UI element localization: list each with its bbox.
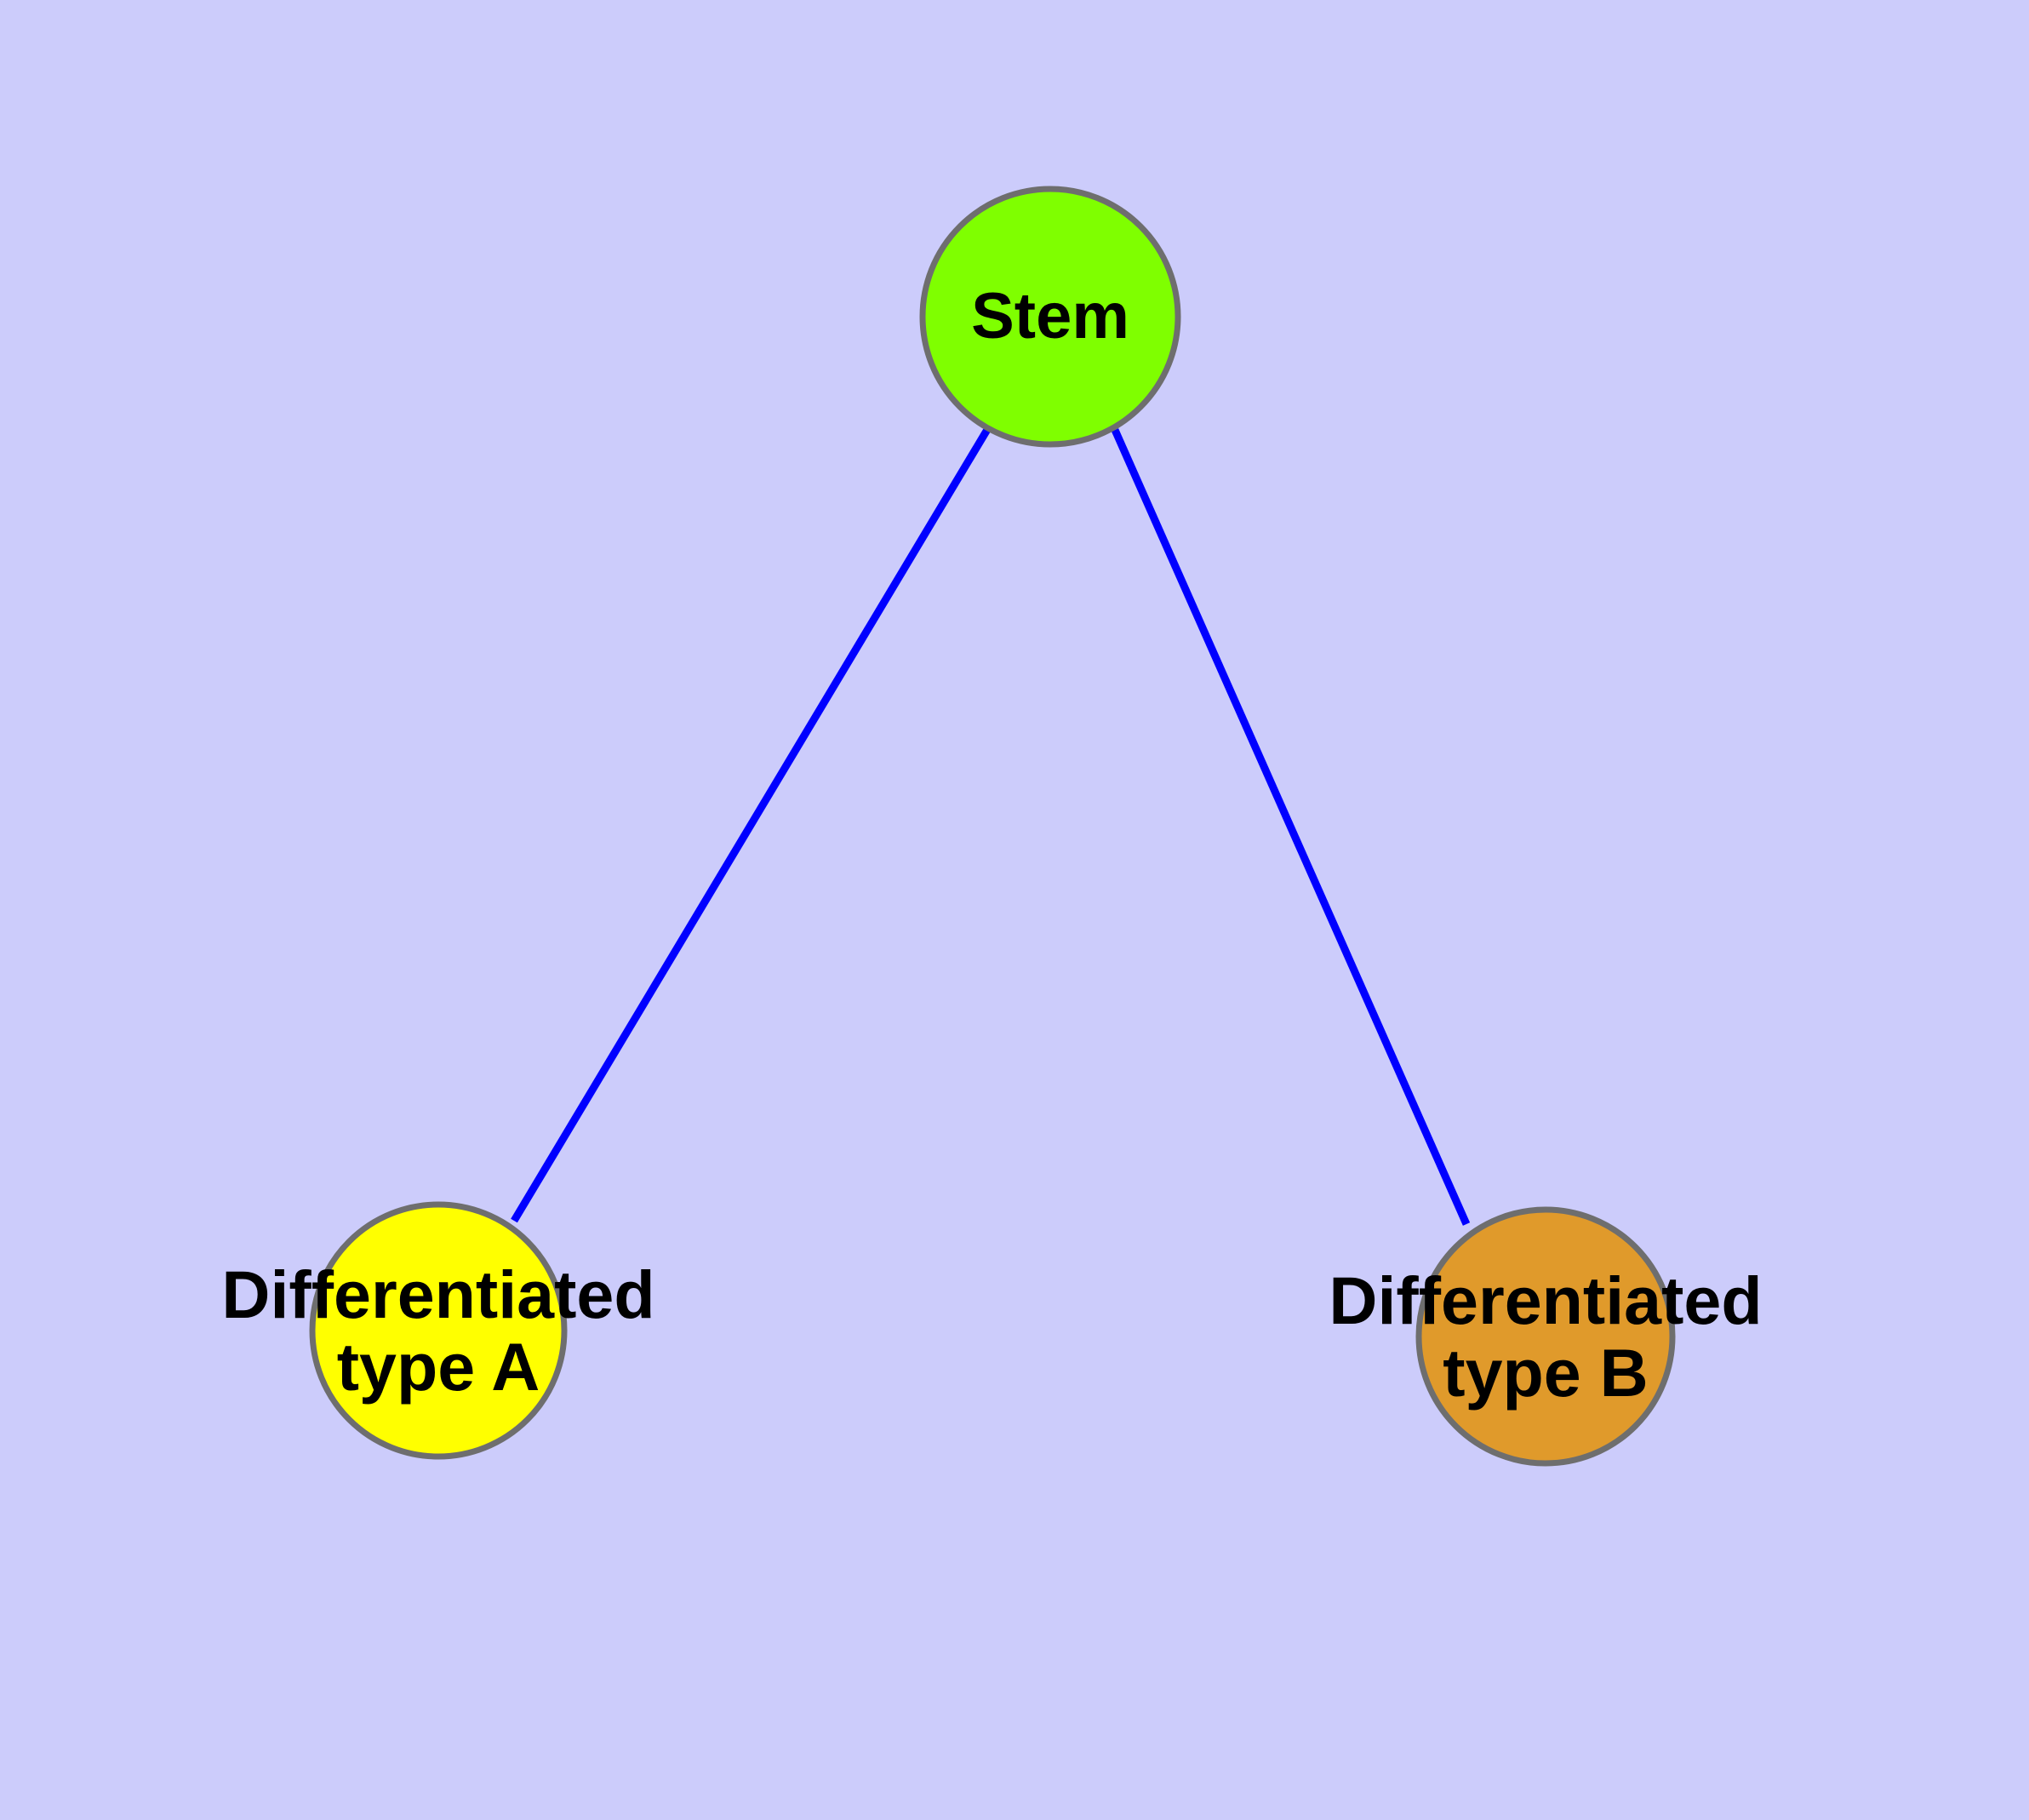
node-differentiated-type-a[interactable]: [309, 1201, 568, 1460]
edge-stem-to-differentiated-type-a[interactable]: [511, 426, 992, 1223]
edge-stem-to-differentiated-type-b[interactable]: [1111, 428, 1471, 1226]
node-stem[interactable]: [919, 186, 1181, 448]
node-layer: [309, 186, 1676, 1467]
node-differentiated-type-b[interactable]: [1415, 1206, 1676, 1467]
edge-layer: [511, 426, 1471, 1226]
